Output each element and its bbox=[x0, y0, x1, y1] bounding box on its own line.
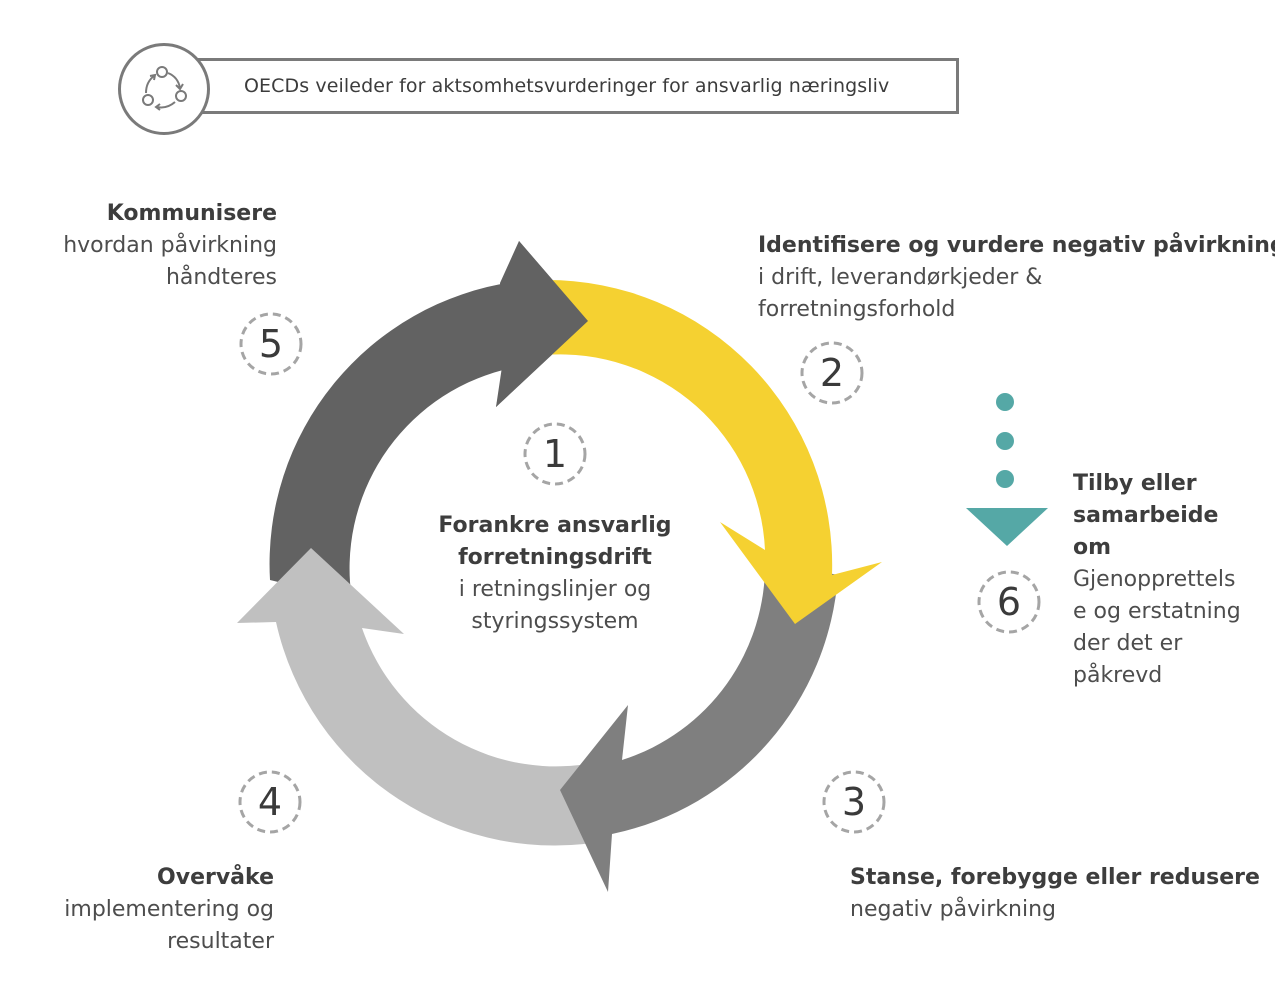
step-5-title-line: Kommunisere bbox=[106, 201, 277, 226]
step-6-number: 6 bbox=[996, 580, 1022, 624]
step-6-dot bbox=[996, 470, 1014, 488]
step-1-desc-line: styringssystem bbox=[471, 609, 639, 634]
step-5-desc-line: hvordan påvirkning bbox=[63, 233, 277, 258]
cycle-arrows-icon bbox=[118, 43, 210, 135]
step-5-arrow-head bbox=[496, 241, 588, 407]
step-2-desc-line: forretningsforhold bbox=[758, 297, 956, 322]
step-6-title-line: samarbeide bbox=[1073, 503, 1219, 528]
header-title: OECDs veileder for aktsomhetsvurderinger… bbox=[244, 75, 890, 97]
step-1-desc-line: i retningslinjer og bbox=[458, 577, 652, 602]
step-1-number: 1 bbox=[542, 432, 568, 476]
step-4-title-line: Overvåke bbox=[157, 865, 274, 890]
step-3-desc-line: negativ påvirkning bbox=[850, 897, 1057, 922]
header-banner: OECDs veileder for aktsomhetsvurderinger… bbox=[165, 58, 959, 114]
step-5-label: Kommunisere hvordan påvirkning håndteres bbox=[20, 198, 277, 294]
step-6-title-line: om bbox=[1073, 535, 1112, 560]
step-4-number: 4 bbox=[257, 780, 283, 824]
step-6-desc-line: påkrevd bbox=[1073, 663, 1163, 688]
step-2-arrow bbox=[545, 279, 882, 624]
step-3-badge: 3 bbox=[822, 770, 886, 834]
step-6-down-arrow-icon bbox=[966, 508, 1048, 546]
step-3-label: Stanse, forebygge eller redusere negativ… bbox=[850, 862, 1260, 926]
step-6-desc-line: Gjenopprettels bbox=[1073, 567, 1236, 592]
step-1-label: Forankre ansvarlig forretningsdrift i re… bbox=[405, 510, 705, 638]
step-5-desc-line: håndteres bbox=[165, 265, 277, 290]
step-2-title-line: Identifisere og vurdere negativ påvirkni… bbox=[758, 233, 1275, 258]
step-6-title-line: Tilby eller bbox=[1073, 471, 1197, 496]
step-3-title-line: Stanse, forebygge eller redusere bbox=[850, 865, 1260, 890]
step-1-title-line: Forankre ansvarlig bbox=[438, 513, 672, 538]
step-5-number: 5 bbox=[258, 322, 284, 366]
step-1-badge: 1 bbox=[523, 422, 587, 486]
step-1-title-line: forretningsdrift bbox=[458, 545, 652, 570]
step-3-number: 3 bbox=[841, 780, 867, 824]
step-4-desc-line: resultater bbox=[167, 929, 274, 954]
step-6-desc-line: der det er bbox=[1073, 631, 1183, 656]
step-6-label: Tilby eller samarbeide om Gjenopprettels… bbox=[1073, 468, 1241, 692]
step-4-label: Overvåke implementering og resultater bbox=[20, 862, 274, 958]
step-2-number: 2 bbox=[819, 351, 845, 395]
step-3-arrow bbox=[560, 560, 838, 892]
step-6-dot bbox=[996, 432, 1014, 450]
step-2-label: Identifisere og vurdere negativ påvirkni… bbox=[758, 230, 1275, 326]
step-6-desc-line: e og erstatning bbox=[1073, 599, 1241, 624]
step-5-badge: 5 bbox=[239, 312, 303, 376]
step-2-badge: 2 bbox=[800, 341, 864, 405]
step-6-dot bbox=[996, 393, 1014, 411]
step-6-badge: 6 bbox=[977, 570, 1041, 634]
step-2-desc-line: i drift, leverandørkjeder & bbox=[758, 265, 1043, 290]
step-4-desc-line: implementering og bbox=[64, 897, 274, 922]
step-4-arrow bbox=[237, 548, 610, 846]
step-4-badge: 4 bbox=[238, 770, 302, 834]
